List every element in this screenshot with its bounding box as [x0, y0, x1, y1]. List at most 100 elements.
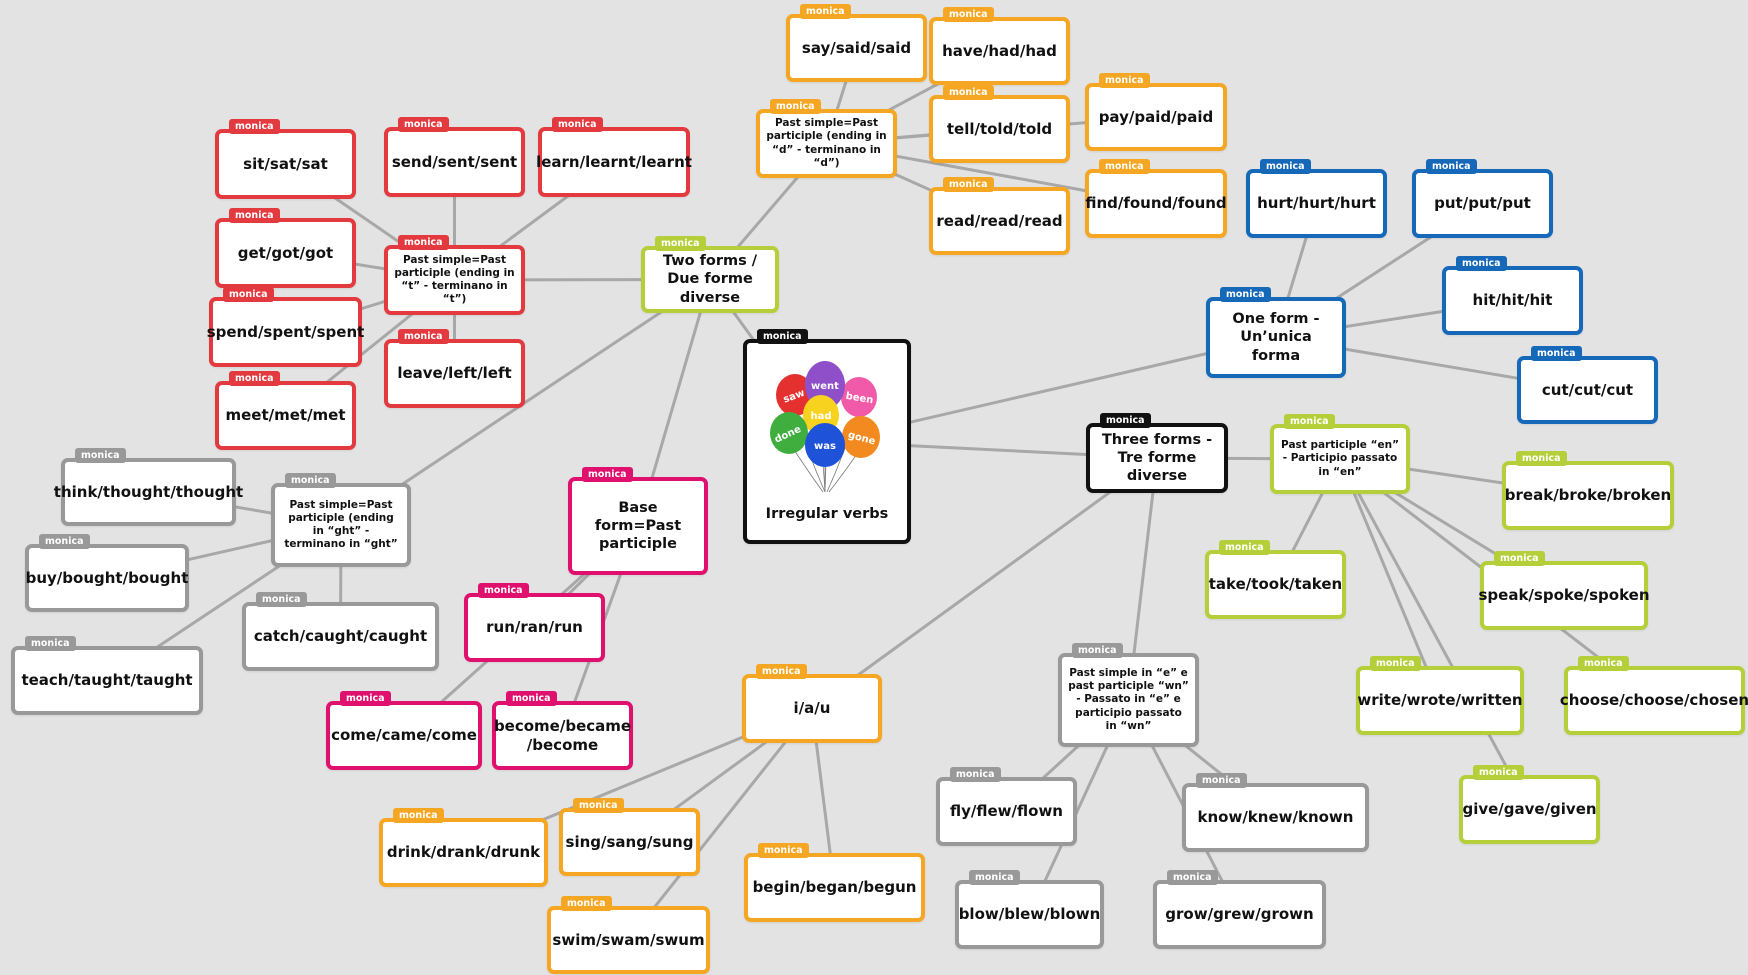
- author-tag: monica: [1370, 656, 1421, 671]
- node-label: send/sent/sent: [391, 152, 518, 171]
- author-tag: monica: [758, 843, 809, 858]
- leaf-verb-give[interactable]: monica give/gave/given: [1459, 765, 1600, 844]
- author-tag: monica: [256, 592, 307, 607]
- leaf-verb-read[interactable]: monica read/read/read: [929, 177, 1070, 255]
- node-label: Two forms / Due forme diverse: [662, 253, 758, 306]
- central-topic-label: Irregular verbs: [765, 506, 889, 522]
- node-label: read/read/read: [936, 211, 1063, 230]
- author-tag: monica: [582, 467, 633, 482]
- author-tag: monica: [25, 636, 76, 651]
- central-topic-node[interactable]: monica went saw been had done gone was I…: [743, 329, 911, 544]
- author-tag: monica: [1220, 287, 1271, 302]
- author-tag: monica: [943, 177, 994, 192]
- author-tag: monica: [39, 534, 90, 549]
- author-tag: monica: [1099, 159, 1150, 174]
- node-label: take/took/taken: [1208, 575, 1343, 594]
- node-label: hurt/hurt/hurt: [1257, 194, 1376, 213]
- author-tag: monica: [552, 117, 603, 132]
- author-tag: monica: [506, 691, 557, 706]
- node-label: have/had/had: [942, 41, 1057, 60]
- node-label: come/came/come: [331, 726, 477, 745]
- author-tag: monica: [1099, 73, 1150, 88]
- node-label: write/wrote/written: [1357, 691, 1523, 710]
- author-tag: monica: [655, 236, 706, 251]
- node-label: leave/left/left: [397, 364, 512, 383]
- balloon-word: been: [845, 391, 874, 407]
- author-tag: monica: [398, 117, 449, 132]
- node-label: buy/bought/bought: [25, 568, 189, 587]
- connector-past_en-give: [1338, 458, 1531, 811]
- leaf-verb-catch[interactable]: monica catch/caught/caught: [242, 592, 439, 671]
- node-label: Three forms -Tre forme diverse: [1101, 431, 1213, 485]
- node-label: run/ran/run: [486, 618, 583, 637]
- node-label: learn/learnt/learnt: [536, 152, 692, 171]
- node-label: blow/blew/blown: [958, 905, 1101, 924]
- leaf-verb-write[interactable]: monica write/wrote/written: [1356, 656, 1524, 735]
- node-label: give/gave/given: [1462, 800, 1597, 819]
- leaf-verb-take[interactable]: monica take/took/taken: [1205, 540, 1346, 619]
- node-label: hit/hit/hit: [1472, 291, 1553, 310]
- node-label: grow/grew/grown: [1165, 905, 1314, 924]
- author-tag: monica: [1100, 413, 1151, 428]
- node-label: get/got/got: [237, 243, 334, 262]
- node-label: sit/sat/sat: [243, 154, 328, 173]
- node-label: tell/told/told: [946, 119, 1053, 138]
- node-label: catch/caught/caught: [253, 627, 428, 646]
- author-tag: monica: [1578, 656, 1629, 671]
- leaf-verb-buy[interactable]: monica buy/bought/bought: [25, 534, 189, 612]
- author-tag: monica: [1531, 346, 1582, 361]
- leaf-verb-learn[interactable]: monica learn/learnt/learnt: [536, 117, 692, 197]
- author-tag: monica: [1072, 643, 1123, 658]
- node-label: One form - Un’unica forma: [1232, 311, 1320, 364]
- node-label: Past simple in “e” e past participle “wn…: [1068, 667, 1189, 732]
- author-tag: monica: [1473, 765, 1524, 780]
- leaf-verb-send[interactable]: monica send/sent/sent: [384, 117, 525, 197]
- node-label: Past simple=Past participle (ending in “…: [284, 498, 398, 551]
- balloon-word: went: [811, 381, 839, 392]
- node-label: say/said/said: [801, 38, 912, 57]
- node-label: find/found/found: [1085, 194, 1227, 213]
- author-tag: monica: [1219, 540, 1270, 555]
- node-label: i/a/u: [793, 699, 831, 718]
- leaf-verb-find[interactable]: monica find/found/found: [1085, 159, 1227, 238]
